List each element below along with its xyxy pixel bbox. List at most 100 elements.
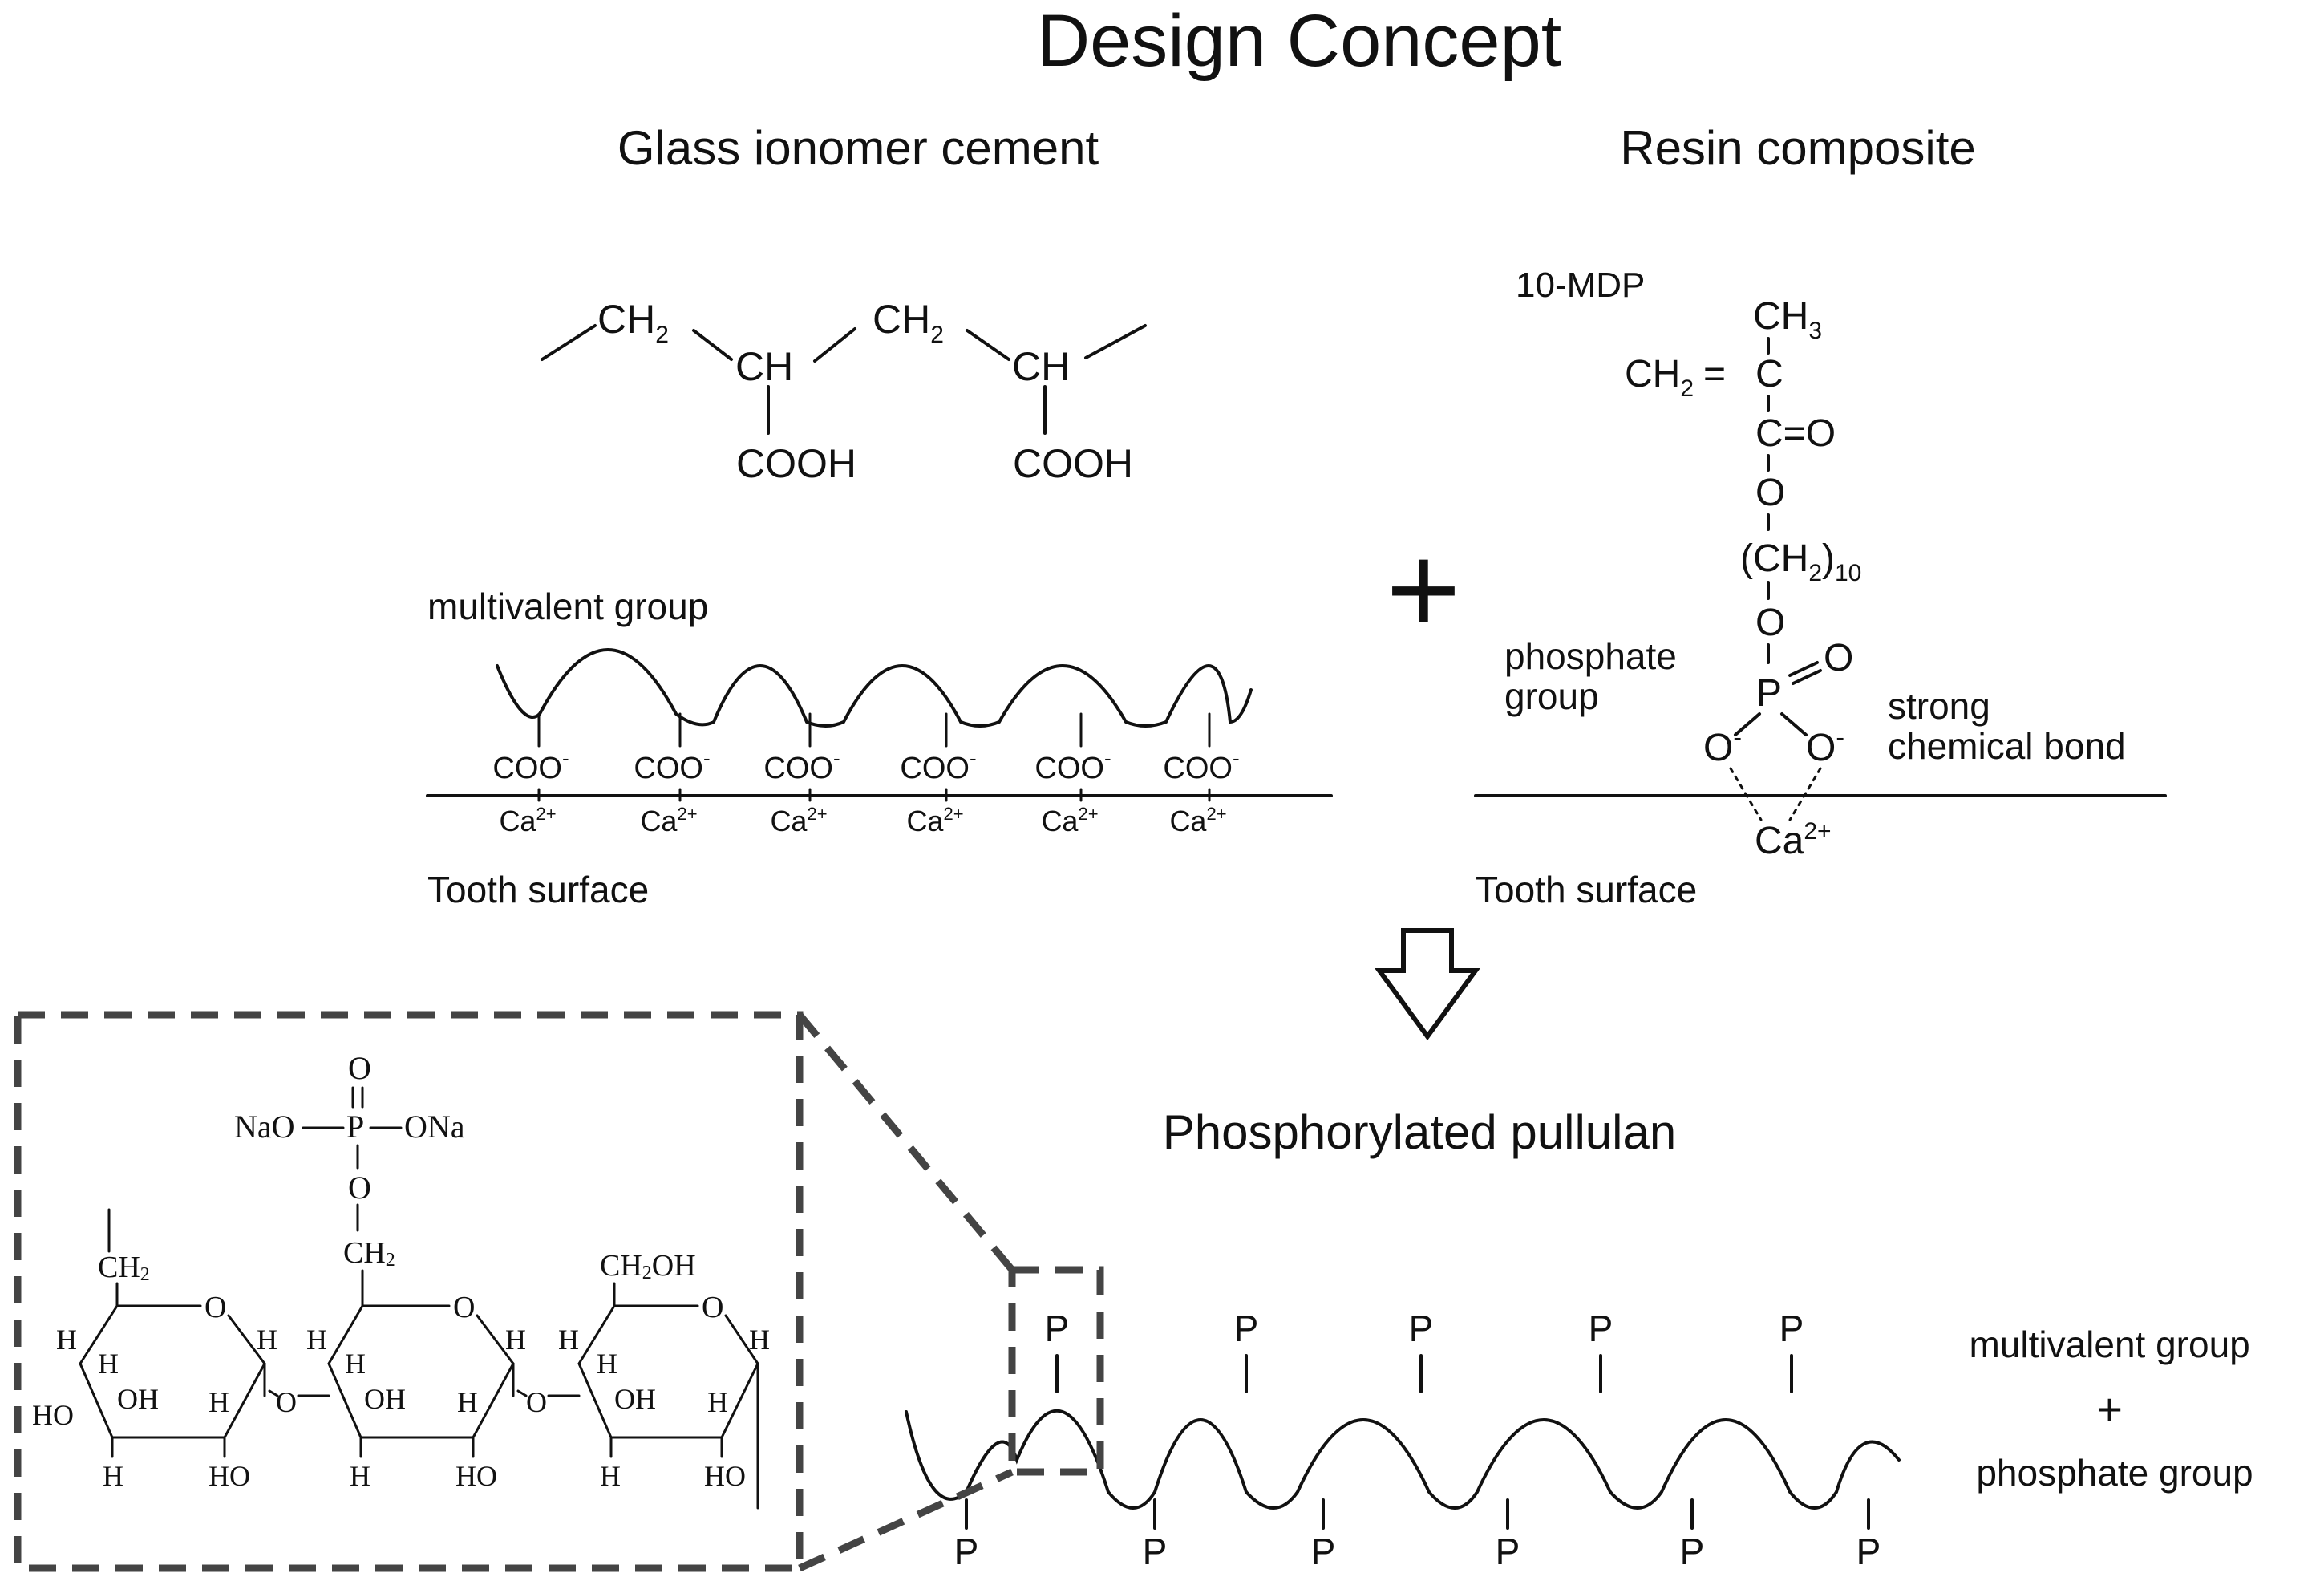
svg-text:OH: OH bbox=[117, 1383, 159, 1415]
svg-text:H: H bbox=[103, 1460, 123, 1492]
svg-text:CH2: CH2 bbox=[98, 1251, 150, 1285]
svg-text:COO-: COO- bbox=[492, 746, 569, 785]
carboxylate-calcium-bond: COO- Ca2+ bbox=[900, 712, 977, 837]
svg-text:O: O bbox=[204, 1291, 226, 1324]
svg-text:Ca2+: Ca2+ bbox=[770, 804, 827, 837]
svg-text:O: O bbox=[1755, 602, 1785, 644]
phosphate-group-down: P bbox=[1680, 1498, 1704, 1572]
carboxylate-calcium-bond: COO- Ca2+ bbox=[763, 712, 840, 837]
svg-text:O: O bbox=[453, 1291, 475, 1324]
phosphate-group-up: P bbox=[1779, 1307, 1804, 1393]
svg-text:OH: OH bbox=[364, 1383, 406, 1415]
svg-text:O: O bbox=[276, 1386, 297, 1418]
gic-heading: Glass ionomer cement bbox=[617, 121, 1099, 175]
svg-text:O: O bbox=[1755, 472, 1785, 514]
svg-text:P: P bbox=[954, 1530, 979, 1572]
svg-text:CH3: CH3 bbox=[1753, 295, 1822, 344]
mdp-label: 10-MDP bbox=[1516, 266, 1645, 305]
resin-heading: Resin composite bbox=[1620, 121, 1976, 175]
svg-text:ONa: ONa bbox=[404, 1109, 465, 1145]
gic-polymer-backbone bbox=[496, 648, 1253, 728]
svg-text:P: P bbox=[1496, 1530, 1520, 1572]
carboxylate-calcium-bond: COO- Ca2+ bbox=[1034, 712, 1111, 837]
svg-text:O: O bbox=[526, 1386, 547, 1418]
svg-text:C: C bbox=[1755, 353, 1783, 395]
svg-text:COOH: COOH bbox=[736, 441, 856, 486]
svg-text:CH: CH bbox=[1012, 344, 1070, 389]
svg-text:P: P bbox=[1779, 1307, 1804, 1349]
svg-text:CH2: CH2 bbox=[873, 297, 944, 348]
svg-text:COO-: COO- bbox=[634, 746, 710, 785]
zoom-indicator-box bbox=[1008, 1266, 1104, 1476]
svg-text:P: P bbox=[346, 1109, 364, 1145]
svg-text:Ca2+: Ca2+ bbox=[906, 804, 963, 837]
svg-text:P: P bbox=[1311, 1530, 1336, 1572]
svg-text:H: H bbox=[600, 1460, 621, 1492]
svg-text:P: P bbox=[1856, 1530, 1881, 1572]
svg-text:P: P bbox=[1045, 1307, 1070, 1349]
svg-text:H: H bbox=[505, 1324, 526, 1356]
svg-text:CH2: CH2 bbox=[343, 1236, 395, 1271]
svg-text:H: H bbox=[56, 1324, 77, 1356]
strong-chemical-bond-label: strong chemical bond bbox=[1888, 685, 2126, 767]
svg-text:CH2=: CH2= bbox=[1625, 353, 1726, 402]
svg-text:C=O: C=O bbox=[1755, 412, 1836, 455]
svg-text:CH2: CH2 bbox=[597, 297, 669, 348]
svg-text:H: H bbox=[749, 1324, 770, 1356]
svg-text:COO-: COO- bbox=[1163, 746, 1239, 785]
svg-text:COO-: COO- bbox=[763, 746, 840, 785]
svg-text:Ca2+: Ca2+ bbox=[640, 804, 697, 837]
phosphate-group-down: P bbox=[1496, 1498, 1520, 1572]
pullulan-chemical-structure: O NaO P ONa O CH2 O H H H H OH HO H HO O bbox=[32, 1050, 770, 1510]
svg-text:HO: HO bbox=[209, 1460, 250, 1492]
svg-text:P: P bbox=[1589, 1307, 1613, 1349]
svg-text:H: H bbox=[707, 1386, 728, 1418]
mdp-structure: 10-MDP CH3 CH2= C C=O O (CH2)10 O P O O-… bbox=[1516, 266, 1861, 862]
svg-text:H: H bbox=[558, 1324, 579, 1356]
svg-text:HO: HO bbox=[704, 1460, 746, 1492]
svg-text:HO: HO bbox=[32, 1399, 74, 1431]
phosphate-group-down: P bbox=[1143, 1498, 1168, 1572]
svg-text:H: H bbox=[597, 1348, 617, 1380]
svg-text:H: H bbox=[257, 1324, 277, 1356]
phosphate-group-up: P bbox=[1409, 1307, 1433, 1393]
svg-text:NaO: NaO bbox=[234, 1109, 295, 1145]
svg-text:HO: HO bbox=[455, 1460, 497, 1492]
gic-ionic-bonds: COO- Ca2+ COO- Ca2+ COO- Ca2+ COO- Ca2+ COO- Ca2+… bbox=[492, 712, 1240, 837]
gic-multivalent-label: multivalent group bbox=[427, 586, 708, 627]
resin-tooth-label: Tooth surface bbox=[1476, 869, 1697, 910]
svg-text:COO-: COO- bbox=[900, 746, 976, 785]
carboxylate-calcium-bond: COO- Ca2+ bbox=[1163, 712, 1240, 837]
gic-tooth-label: Tooth surface bbox=[427, 869, 649, 910]
polyacrylic-acid-structure: CH2 CH CH2 CH COOH COOH bbox=[541, 297, 1147, 486]
down-arrow-icon bbox=[1375, 928, 1480, 1041]
svg-text:H: H bbox=[209, 1386, 229, 1418]
phosphate-group-up: P bbox=[1589, 1307, 1613, 1393]
svg-text:P: P bbox=[1143, 1530, 1168, 1572]
svg-text:Ca2+: Ca2+ bbox=[1041, 804, 1098, 837]
svg-text:O: O bbox=[702, 1291, 723, 1324]
pullulan-heading: Phosphorylated pullulan bbox=[1163, 1105, 1676, 1159]
phosphate-group-up: P bbox=[1045, 1307, 1070, 1393]
svg-text:O: O bbox=[348, 1170, 371, 1206]
phosphate-group-label: phosphate group bbox=[1504, 635, 1687, 717]
phosphate-group-down: P bbox=[954, 1498, 979, 1572]
svg-text:COO-: COO- bbox=[1034, 746, 1111, 785]
carboxylate-calcium-bond: COO-Ca2+ bbox=[492, 712, 569, 837]
pullulan-inset-box bbox=[14, 1011, 804, 1572]
svg-text:O: O bbox=[348, 1050, 371, 1086]
diagram-title: Design Concept bbox=[1037, 0, 1562, 82]
svg-text:OH: OH bbox=[614, 1383, 656, 1415]
svg-text:H: H bbox=[306, 1324, 327, 1356]
svg-text:P: P bbox=[1756, 672, 1782, 715]
svg-text:O-: O- bbox=[1703, 723, 1742, 769]
svg-text:Ca2+: Ca2+ bbox=[1169, 804, 1226, 837]
pullulan-phosphate-groups: P P P P P P P P P P P bbox=[954, 1307, 1881, 1572]
svg-text:H: H bbox=[350, 1460, 370, 1492]
svg-text:COOH: COOH bbox=[1013, 441, 1133, 486]
phosphate-group-up: P bbox=[1234, 1307, 1258, 1393]
phosphate-group-down: P bbox=[1311, 1498, 1336, 1572]
svg-text:H: H bbox=[345, 1348, 366, 1380]
svg-text:(CH2)10: (CH2)10 bbox=[1740, 537, 1861, 586]
